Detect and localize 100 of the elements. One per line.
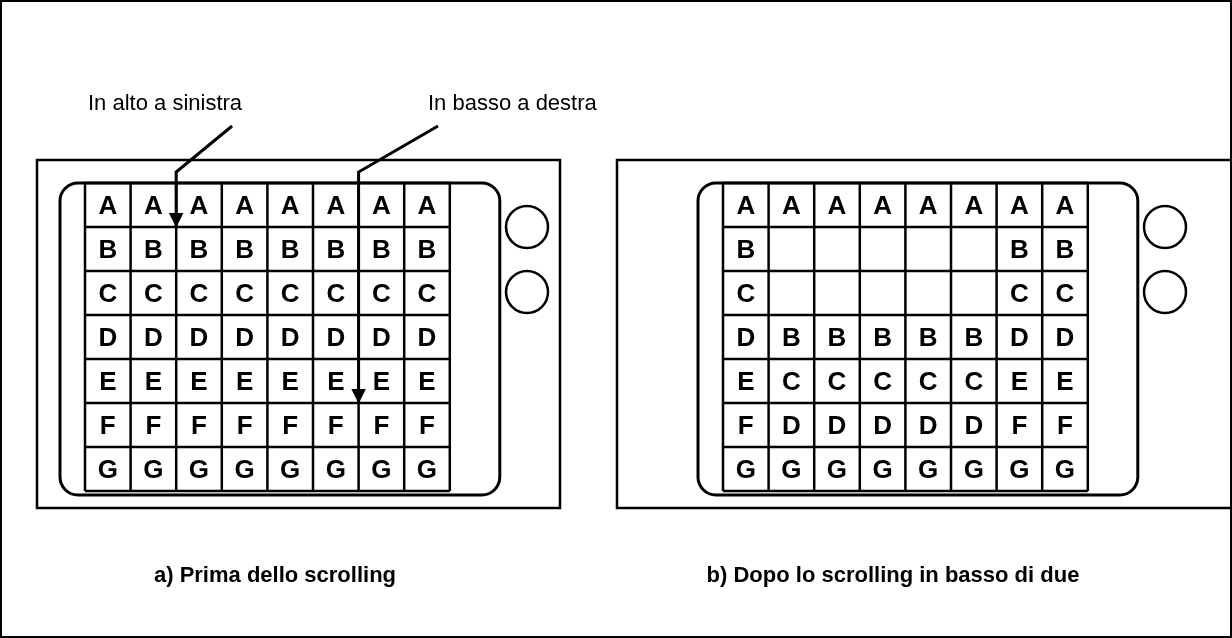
grid-letter: F (235, 409, 254, 442)
grid-letter: D (279, 321, 301, 354)
leader-line (168, 124, 234, 228)
grid-letter: E (234, 365, 255, 398)
grid-letter: B (1054, 233, 1076, 266)
grid-letter: G (415, 453, 439, 486)
grid-letter: G (825, 453, 849, 486)
grid-letter: B (917, 321, 939, 354)
grid-letter: D (781, 409, 802, 442)
grid-letter: A (872, 189, 893, 222)
grid-letter: A (917, 189, 939, 222)
grid-letter: F (316, 403, 356, 447)
grid-letter: B (781, 321, 802, 354)
grid-letter: E (417, 365, 437, 398)
grid-letter: G (96, 453, 119, 486)
grid-letter: A (1009, 189, 1030, 222)
grid-letter: A (325, 189, 347, 222)
grid-letter: D (97, 321, 119, 354)
grid-letter: B (1009, 233, 1030, 266)
grid-letter: D (735, 321, 757, 354)
grid-letter: C (917, 365, 939, 398)
grid-letter: G (780, 453, 803, 486)
grid-letter: A (416, 189, 438, 222)
grid-letter: F (418, 409, 436, 442)
grid-letter: C (325, 277, 347, 310)
grid-letter: A (963, 189, 985, 222)
grid-letter: E (1055, 365, 1075, 398)
grid-letter: D (872, 409, 893, 442)
grid-letter: G (871, 453, 894, 486)
grid-letter: D (1054, 321, 1076, 354)
grid-letter: C (416, 277, 438, 310)
grid-letter: G (370, 453, 393, 486)
grid-letter: C (371, 277, 392, 310)
grid-letter: E (143, 365, 164, 398)
grid-letter: C (963, 365, 985, 398)
grid-letter: D (325, 321, 347, 354)
grid-letter: G (917, 453, 940, 486)
grid-letter: D (917, 409, 939, 442)
grid-letter: D (371, 321, 392, 354)
grid-letter: B (735, 233, 757, 266)
grid-letter: G (1053, 453, 1077, 486)
grid-letter: D (416, 321, 438, 354)
grid-letter: G (734, 453, 757, 486)
grid-letter: B (234, 233, 255, 266)
grid-letter: D (143, 321, 164, 354)
grid-letter: B (188, 233, 210, 266)
grid-letter: B (325, 233, 347, 266)
grid-letter: B (133, 227, 174, 271)
grid-letter: C (1009, 277, 1030, 310)
grid-letter: E (189, 365, 209, 398)
grid-letter: G (962, 453, 985, 486)
grid-letter: F (98, 409, 117, 442)
grid-letter: A (1054, 189, 1076, 222)
grid-letter: C (781, 365, 802, 398)
grid-letter: F (1010, 409, 1029, 442)
grid-letter: C (1054, 277, 1076, 310)
grid-letter: C (826, 365, 848, 398)
grid-letter: E (98, 365, 118, 398)
grid-letter: A (97, 189, 119, 222)
leader-line (351, 124, 439, 404)
grid-letter: A (234, 189, 255, 222)
grid-letter: G (187, 453, 211, 486)
grid-letter: A (826, 189, 848, 222)
grid-letter: G (142, 453, 165, 486)
grid-letter: A (371, 189, 392, 222)
grid-letter: E (280, 365, 300, 398)
grid-letter: C (188, 277, 210, 310)
grid-letter: G (1008, 453, 1031, 486)
grid-letter: E (1009, 365, 1030, 398)
callout-label: In alto a sinistra (88, 90, 243, 116)
grid-letter: F (190, 409, 208, 442)
grid-letter: D (963, 409, 985, 442)
grid-letter: F (281, 409, 300, 442)
grid-letter: A (781, 189, 802, 222)
grid-letter: B (97, 233, 119, 266)
grid-letter: B (826, 321, 848, 354)
grid-letter: F (736, 409, 755, 442)
grid-letter: C (143, 277, 164, 310)
grid-letter: F (144, 409, 163, 442)
grid-letter: B (416, 233, 438, 266)
caption: a) Prima dello scrolling (153, 562, 397, 588)
grid-letter: C (279, 277, 301, 310)
grid-letter: C (735, 277, 757, 310)
grid-letter: A (143, 189, 164, 222)
grid-letter: C (97, 277, 119, 310)
grid-letter: E (326, 365, 346, 398)
grid-letter: F (1056, 409, 1074, 442)
grid-letter: A (188, 189, 210, 222)
grid-letter: D (1009, 321, 1030, 354)
grid-letter: B (279, 233, 301, 266)
grid-letter: D (826, 409, 848, 442)
grid-letter: A (279, 189, 301, 222)
grid-letter: B (872, 321, 893, 354)
grid-letter: B (371, 233, 392, 266)
grid-letter: G (279, 453, 302, 486)
grid-letter: D (234, 321, 255, 354)
grid-letter: C (872, 365, 893, 398)
grid-letter: C (234, 277, 255, 310)
caption: b) Dopo lo scrolling in basso di due (706, 562, 1080, 588)
grid-letter: G (233, 453, 256, 486)
